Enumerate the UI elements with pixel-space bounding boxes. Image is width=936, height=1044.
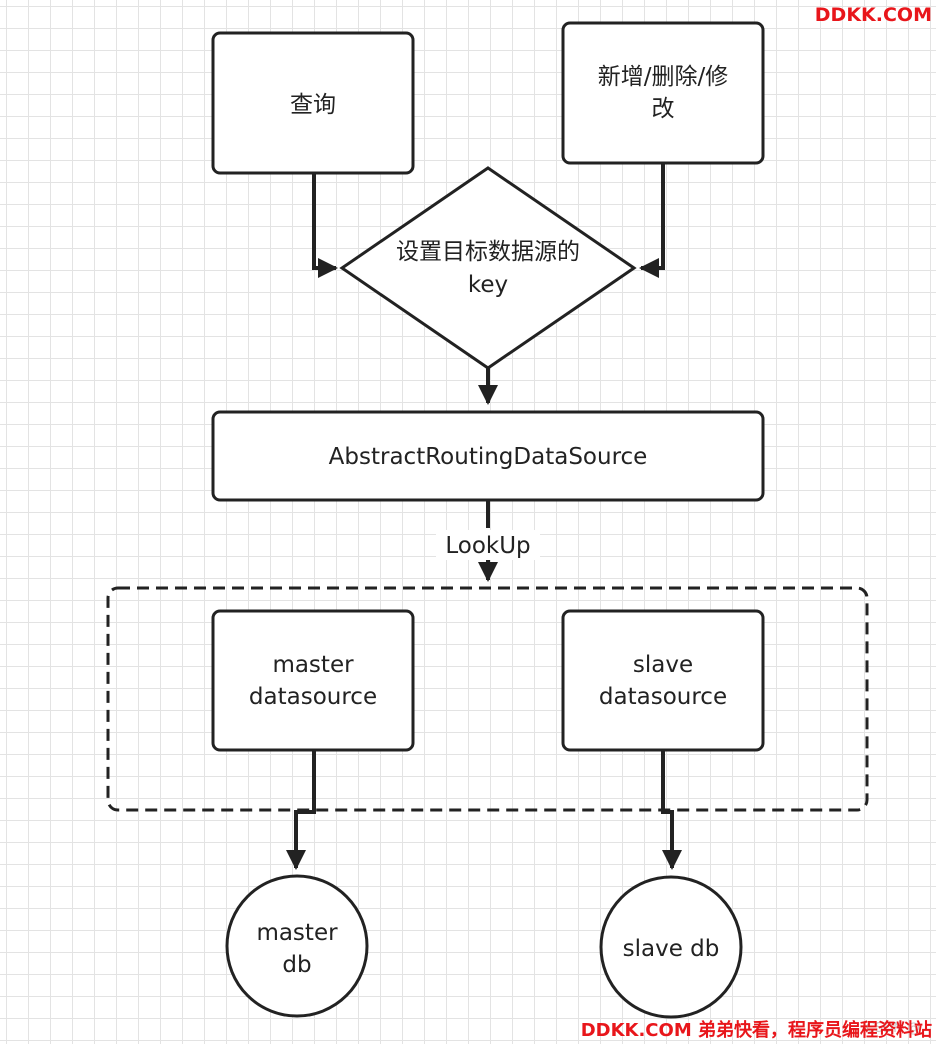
watermark-bottom: DDKK.COM 弟弟快看，程序员编程资料站 (580, 1020, 932, 1041)
edge-label-lookup: LookUp (445, 533, 530, 559)
query-label: 查询 (290, 92, 336, 118)
edge-write-to-decision (639, 163, 665, 278)
watermark-top: DDKK.COM (814, 4, 932, 26)
decision-diamond (339, 166, 637, 370)
master-db-label-line1: master (256, 920, 338, 946)
master-datasource-label-line2: datasource (249, 684, 377, 710)
slave-datasource-box (561, 609, 765, 752)
write-label-line2: 改 (652, 96, 675, 122)
write-label-line1: 新增/删除/修 (598, 64, 729, 90)
master-datasource-label-line1: master (272, 652, 354, 678)
slave-datasource-label-line2: datasource (599, 684, 727, 710)
edge-label-bg (436, 530, 540, 560)
query-box (211, 31, 415, 175)
master-datasource-box (211, 609, 415, 752)
master-db-circle (225, 874, 369, 1018)
edge-query-to-decision (312, 173, 338, 278)
router-label: AbstractRoutingDataSource (329, 444, 648, 470)
edge-master-ds-to-db (286, 750, 316, 870)
slave-db-circle (599, 875, 743, 1019)
write-box (561, 21, 765, 165)
slave-datasource-label-line1: slave (633, 652, 693, 678)
edge-slave-ds-to-db (661, 750, 682, 870)
csdn-watermark: CSDN @ (865, 1021, 920, 1036)
decision-label-line1: 设置目标数据源的 (396, 239, 580, 265)
decision-label-line2: key (468, 272, 508, 298)
router-box (211, 410, 765, 502)
master-db-label-line2: db (282, 952, 311, 978)
slave-db-label: slave db (623, 936, 720, 962)
datasource-group (106, 586, 869, 812)
